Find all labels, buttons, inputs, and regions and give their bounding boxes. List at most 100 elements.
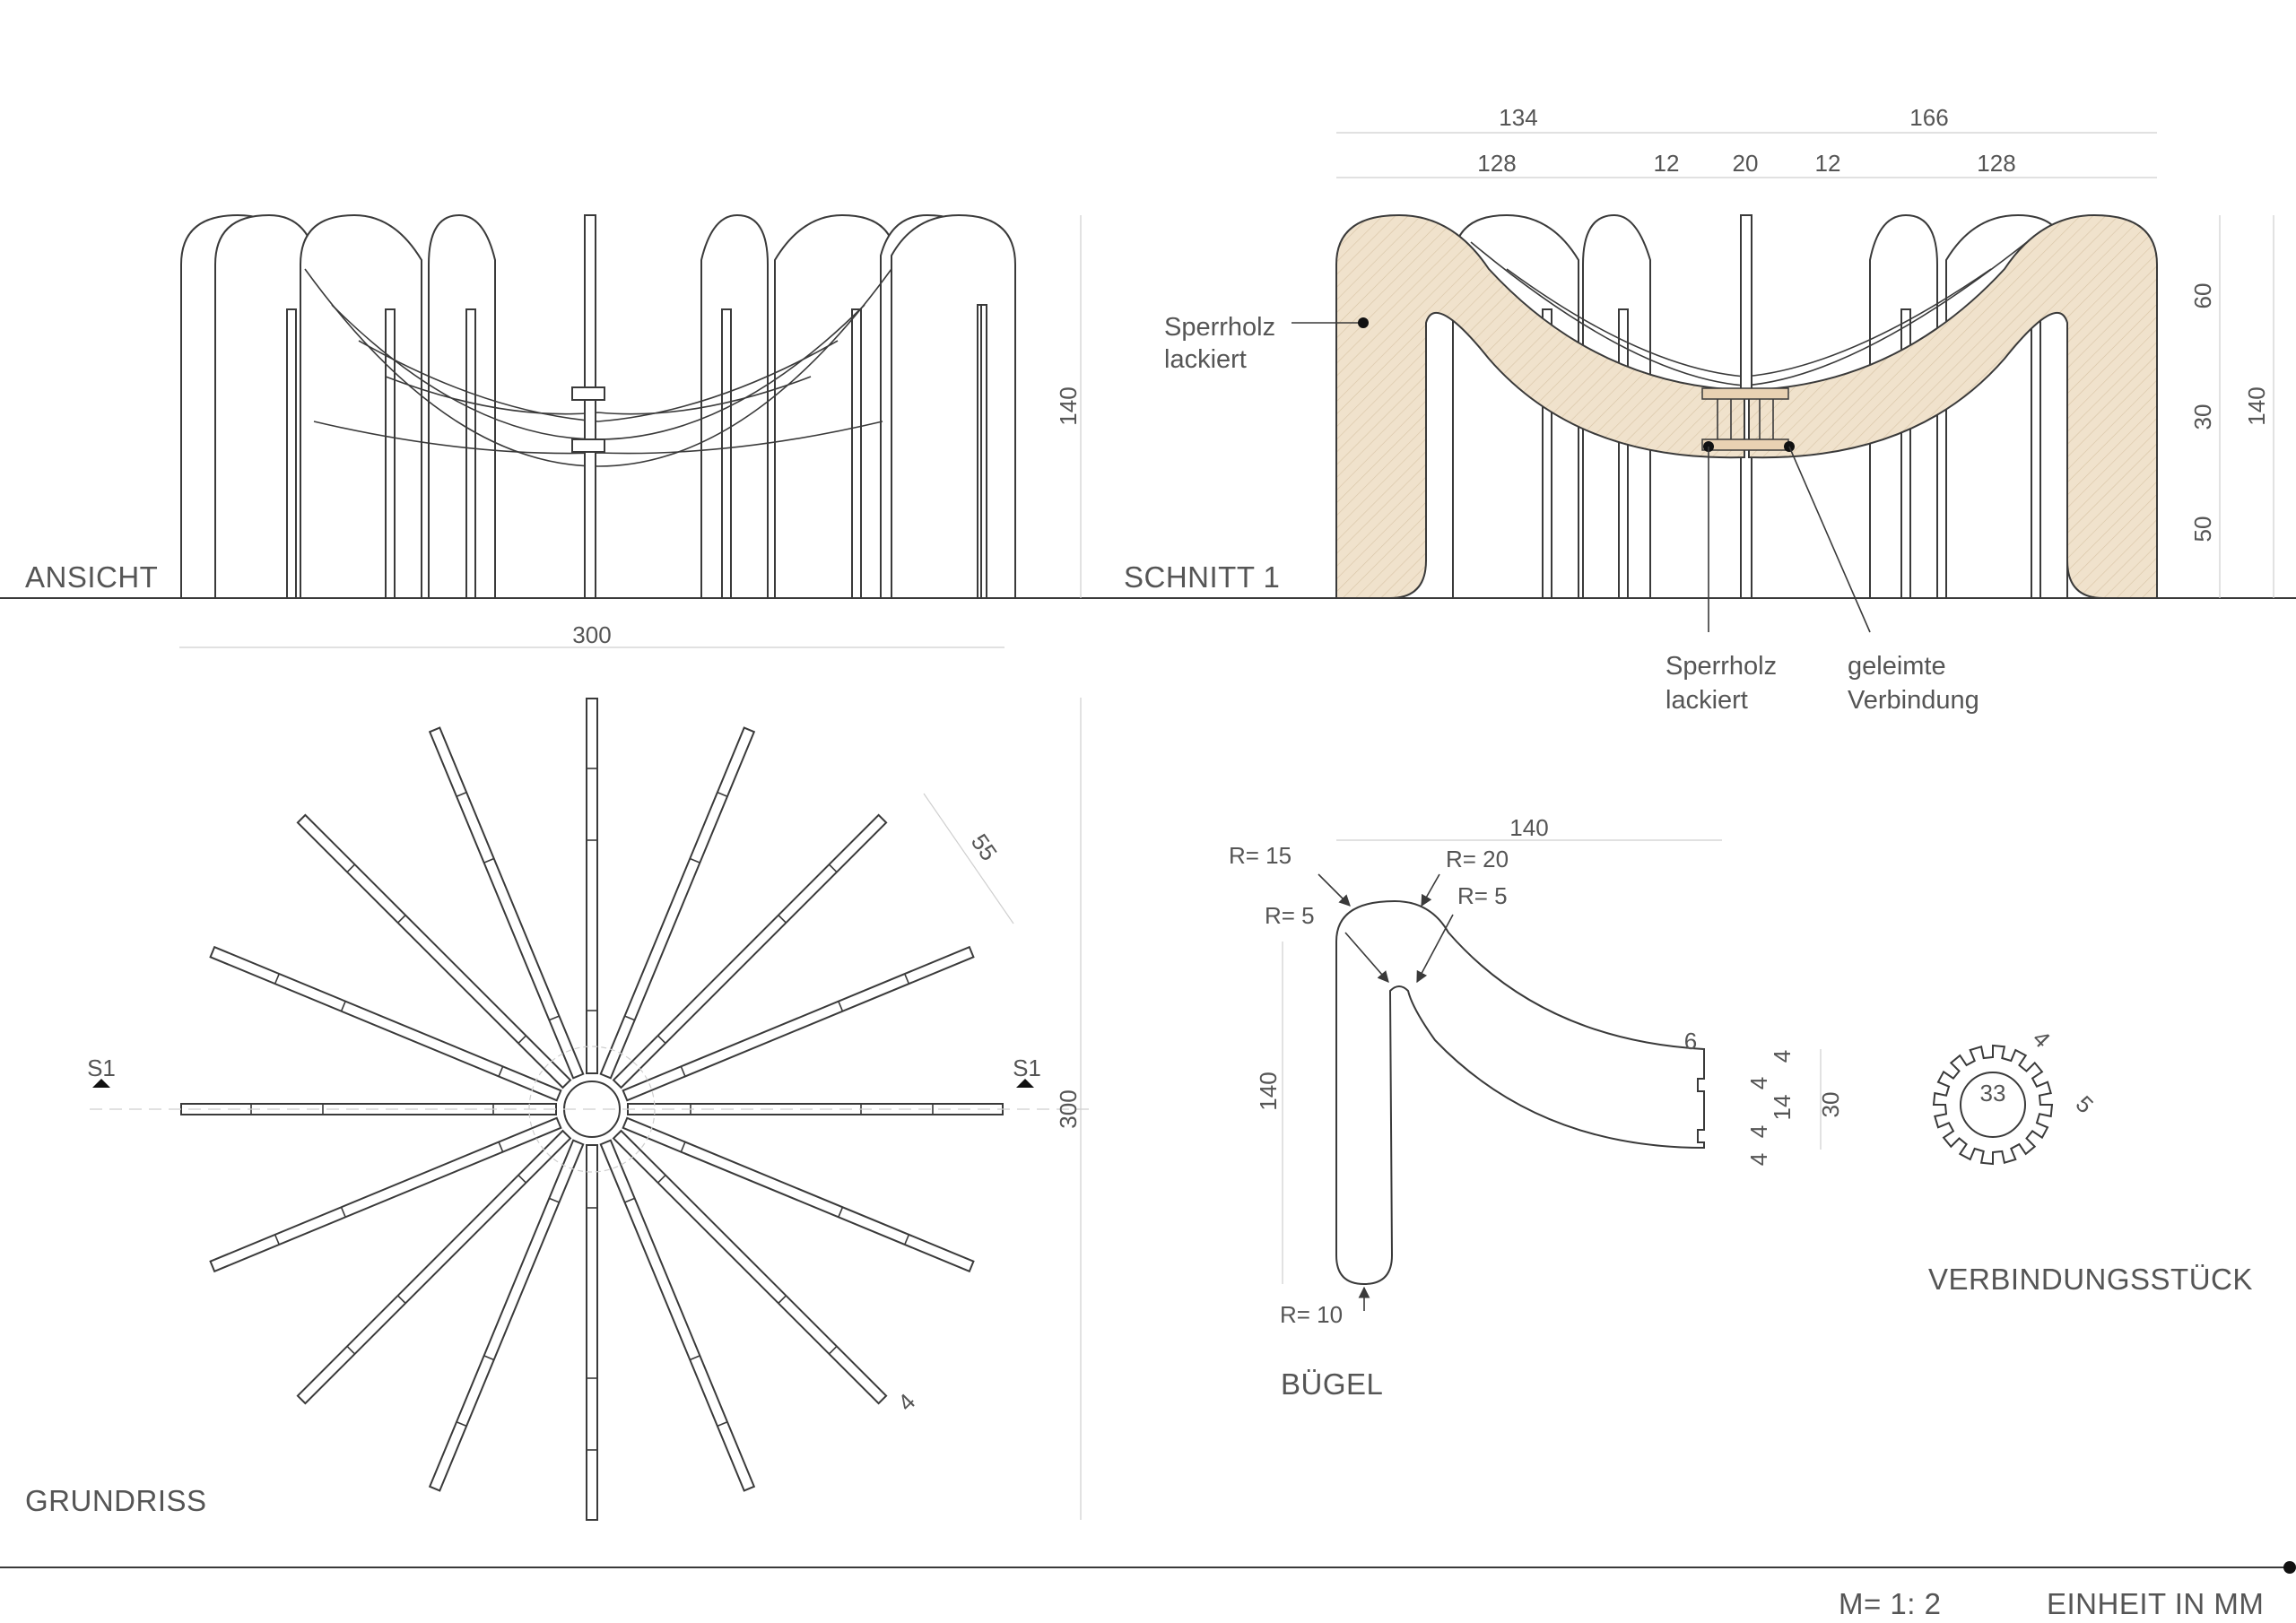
- verbindung-view: 33 4 5 VERBINDUNGSSTÜCK: [1928, 1025, 2253, 1296]
- plan-rib-mark: [274, 973, 280, 985]
- plan-rib-mark: [624, 1015, 635, 1021]
- plan-rib-mark: [483, 857, 495, 864]
- callout-material-line2: lackiert: [1164, 345, 1247, 374]
- plan-rib-mark: [549, 1197, 560, 1203]
- label-schnitt: SCHNITT 1: [1124, 560, 1280, 594]
- plan-rib: [428, 726, 585, 1080]
- footer-line-end-dot: [2283, 1561, 2296, 1574]
- plan-rib-mark: [456, 791, 467, 797]
- gear-ring-hole: [1960, 1072, 2026, 1138]
- dim-50: 50: [2189, 516, 2216, 542]
- verbindung-dim-5: 5: [2071, 1090, 2099, 1118]
- plan-rib-mark: [624, 1197, 635, 1203]
- r20-leader: [1421, 873, 1440, 907]
- plan-rib-mark: [904, 1234, 910, 1245]
- section-marker-right-arrow: [1016, 1079, 1034, 1088]
- seat-curve-4: [385, 376, 812, 415]
- arch-outer-right: [891, 213, 1016, 599]
- callout-dot-material: [1358, 317, 1369, 328]
- plan-rib-mark: [340, 1206, 346, 1218]
- plan-rib-mark: [498, 1066, 504, 1077]
- footer-scale: M= 1: 2: [1839, 1587, 1941, 1620]
- plan-rib: [428, 1139, 585, 1492]
- connector-plate-bottom: [1701, 438, 1789, 451]
- connector-bottom: [571, 438, 605, 453]
- label-grundriss: GRUNDRISS: [25, 1484, 207, 1517]
- callout-joint-line1: geleimte: [1848, 652, 1946, 681]
- plan-rib: [209, 1116, 562, 1273]
- label-ansicht: ANSICHT: [25, 560, 158, 594]
- plan-rib: [586, 1144, 598, 1521]
- dim-30: 30: [2189, 404, 2216, 430]
- plan-rib: [612, 813, 888, 1089]
- plan-rib-mark: [517, 1174, 527, 1184]
- plan-rib-mark: [828, 864, 838, 873]
- dim-60: 60: [2189, 283, 2216, 309]
- plan-rib-mark: [498, 1141, 504, 1152]
- dim-134: 134: [1499, 104, 1537, 131]
- arch-center-left: [428, 213, 496, 599]
- dim-128-left: 128: [1477, 150, 1516, 177]
- plan-rib: [622, 945, 975, 1102]
- buegel-dim-30: 30: [1817, 1092, 1844, 1118]
- buegel-view: 140 140 R= 15 R= 20 R= 5 R= 5 R= 10 6 4 …: [1229, 814, 1844, 1401]
- buegel-r5-right: R= 5: [1457, 882, 1508, 909]
- buegel-dim-4a: 4: [1769, 1050, 1796, 1063]
- callout-joint-line2: Verbindung: [1848, 686, 1979, 715]
- plan-rib-mark: [517, 1035, 527, 1045]
- arch-center-right: [700, 213, 769, 599]
- dim-166: 166: [1909, 104, 1948, 131]
- grundriss-height-dim: 300: [1055, 1089, 1082, 1128]
- connector-plate-top: [1701, 387, 1789, 400]
- plan-rib-mark: [689, 857, 700, 864]
- plan-rib-mark: [717, 791, 728, 797]
- dim-55-line: [923, 793, 1014, 924]
- connector-gear: [1932, 1044, 2054, 1166]
- ansicht-height-dim: 140: [1055, 386, 1082, 425]
- buegel-r15: R= 15: [1229, 842, 1292, 869]
- plan-rib: [209, 945, 562, 1102]
- section-marker-left-arrow: [92, 1079, 110, 1088]
- r5-left-leader: [1344, 932, 1389, 983]
- buegel-dim-14: 14: [1769, 1095, 1796, 1121]
- plan-rib-mark: [346, 864, 356, 873]
- buegel-dim-6: 6: [1684, 1028, 1697, 1055]
- dim-20: 20: [1733, 150, 1759, 177]
- center-post: [584, 214, 596, 599]
- plan-rib: [296, 813, 572, 1089]
- schnitt-view: 134 166 128 12 20 12 128 60 30 50 140 Sp…: [1124, 104, 2274, 715]
- arch-inner-left: [300, 213, 422, 599]
- section-marker-left: S1: [87, 1055, 116, 1081]
- connector-top: [571, 386, 605, 401]
- buegel-profile: [1335, 899, 1705, 1286]
- plan-rib-mark: [549, 1015, 560, 1021]
- plan-rib: [586, 698, 598, 1074]
- plan-rib-mark: [778, 1295, 787, 1304]
- plan-rib-mark: [274, 1234, 280, 1245]
- plan-rib: [612, 1129, 888, 1405]
- ansicht-view: 140 300 ANSICHT: [0, 213, 2296, 648]
- buegel-height-dim: 140: [1255, 1072, 1282, 1110]
- seat-curve-1: [304, 268, 892, 467]
- plan-rib-mark: [657, 1035, 666, 1045]
- rib-bg-3: [1869, 213, 1938, 599]
- plan-rib: [622, 1116, 975, 1273]
- label-verbindung: VERBINDUNGSSTÜCK: [1928, 1263, 2253, 1296]
- plan-rib: [296, 1129, 572, 1405]
- footer: M= 1: 2 EINHEIT IN MM: [0, 1561, 2296, 1620]
- section-marker-right: S1: [1013, 1055, 1041, 1081]
- buegel-r5-left: R= 5: [1265, 902, 1315, 929]
- buegel-dim-4b: 4: [1745, 1077, 1772, 1089]
- plan-rib-mark: [838, 1206, 844, 1218]
- seat-curve-3: [358, 340, 839, 422]
- plan-rib-mark: [680, 1141, 686, 1152]
- buegel-r10: R= 10: [1280, 1301, 1343, 1328]
- verbindung-dim-4: 4: [2028, 1025, 2056, 1053]
- verbindung-dim-33: 33: [1980, 1080, 2006, 1107]
- plan-rib-mark: [456, 1421, 467, 1428]
- buegel-r20: R= 20: [1446, 846, 1509, 872]
- grundriss-view: S1 S1 300 55 4 GRUNDRISS: [25, 698, 1094, 1521]
- callout-material-2-line2: lackiert: [1665, 686, 1748, 715]
- arch-inner-right: [774, 213, 897, 599]
